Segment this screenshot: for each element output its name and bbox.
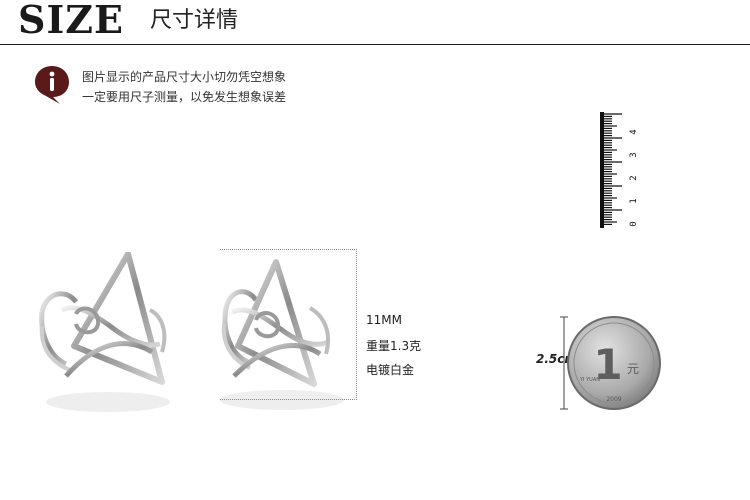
- coin-diameter-label: 2.5cm: [536, 352, 577, 366]
- ruler-number: 4: [629, 129, 639, 134]
- coin-value: 1: [593, 340, 622, 389]
- ruler-number: 2: [629, 175, 639, 180]
- ruler-number: 3: [629, 152, 639, 157]
- size-subtitle: 尺寸详情: [150, 8, 239, 33]
- spec-size: 11MM: [366, 313, 402, 327]
- header-divider: [0, 44, 750, 45]
- notice-line-2: 一定要用尺子测量，以免发生想象误差: [82, 90, 287, 104]
- ruler-number: 0: [629, 221, 639, 226]
- size-title: SIZE: [18, 0, 124, 42]
- ruler-numbers: 0 1 2 3 4: [629, 129, 639, 226]
- spec-weight: 重量1.3克: [366, 339, 422, 353]
- dimension-guide-box: [220, 249, 357, 400]
- coin-pinyin: YI YUAN: [579, 377, 600, 383]
- ruler-scale: 0 1 2 3 4: [600, 112, 648, 230]
- notice-line-1: 图片显示的产品尺寸大小切勿凭空想象: [82, 70, 287, 84]
- coin-unit: 元: [627, 362, 639, 376]
- measurement-notice: 图片显示的产品尺寸大小切勿凭空想象 一定要用尺子测量，以免发生想象误差: [32, 64, 352, 108]
- coin-year: 2009: [606, 396, 621, 403]
- ruler-ticks: [604, 113, 622, 226]
- ring-product-photo-right: [210, 250, 360, 420]
- ruler-number: 1: [629, 198, 639, 203]
- page-header: SIZE 尺寸详情: [0, 0, 750, 46]
- info-bubble-icon: [32, 64, 72, 104]
- coin-reference: 1 元 YI YUAN 2009: [558, 313, 668, 413]
- coin-face: [567, 316, 661, 410]
- ring-product-photo-left: [36, 251, 186, 422]
- spec-plating: 电镀白金: [366, 363, 415, 377]
